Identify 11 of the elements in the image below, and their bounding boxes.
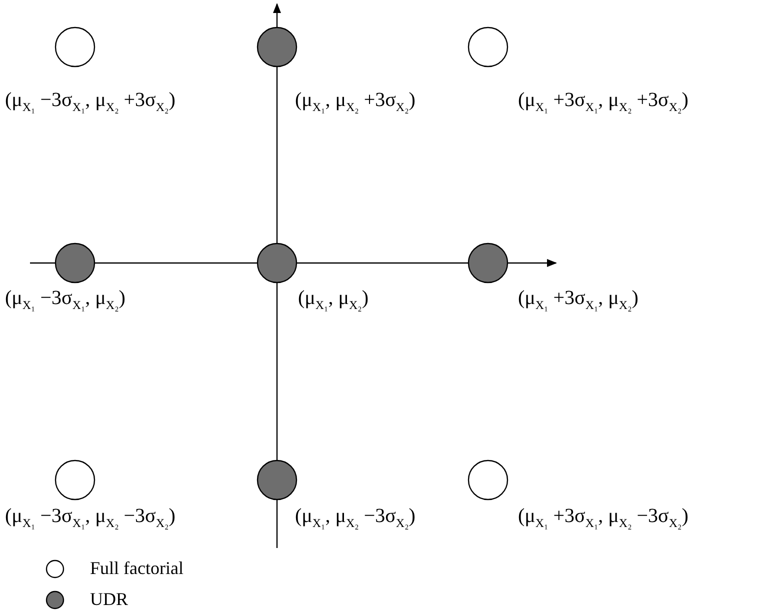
coordinate-label: (μ$_{X₁}$ −3σ$_{X₁}$, μ$_{X₂}$ +3σ$_{X₂}$) (5, 88, 176, 116)
coordinate-label: (μ$_{X₁}$ +3σ$_{X₁}$, μ$_{X₂}$ −3σ$_{X₂}$) (518, 504, 688, 532)
coordinate-label: (μ$_{X₁}$ −3σ$_{X₁}$, μ$_{X₂}$) (5, 286, 126, 314)
coordinate-label: (μ$_{X₁}$, μ$_{X₂}$ −3σ$_{X₂}$) (295, 504, 416, 532)
coordinate-label: (μ$_{X₁}$ +3σ$_{X₁}$, μ$_{X₂}$) (518, 286, 638, 314)
coordinate-label: (μ$_{X₁}$, μ$_{X₂}$ +3σ$_{X₂}$) (295, 88, 416, 116)
legend-label: Full factorial (90, 558, 184, 579)
coordinate-label: (μ$_{X₁}$ −3σ$_{X₁}$, μ$_{X₂}$ −3σ$_{X₂}$) (5, 504, 176, 532)
coordinate-label: (μ$_{X₁}$ +3σ$_{X₁}$, μ$_{X₂}$ +3σ$_{X₂}$) (518, 88, 688, 116)
coordinate-label: (μ$_{X₁}$, μ$_{X₂}$) (298, 286, 369, 314)
legend-label: UDR (90, 589, 128, 610)
